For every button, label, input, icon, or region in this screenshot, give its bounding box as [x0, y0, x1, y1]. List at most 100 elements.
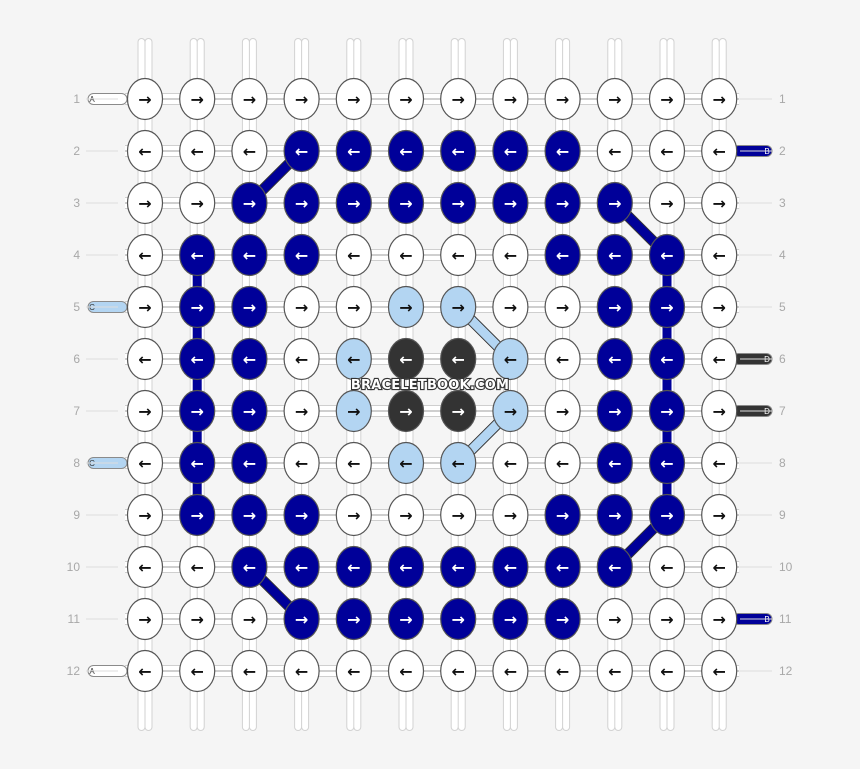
knot[interactable]: ← [179, 649, 216, 693]
knot[interactable]: ← [440, 337, 477, 381]
knot[interactable]: ← [544, 129, 581, 173]
knot[interactable]: → [283, 389, 320, 433]
knot[interactable]: → [492, 493, 529, 537]
knot[interactable]: ← [544, 649, 581, 693]
knot[interactable]: → [701, 597, 738, 641]
knot[interactable]: → [544, 77, 581, 121]
knot[interactable]: ← [231, 545, 268, 589]
knot[interactable]: ← [231, 337, 268, 381]
knot[interactable]: ← [387, 337, 425, 381]
knot[interactable]: → [335, 285, 372, 329]
knot[interactable]: ← [596, 545, 633, 589]
knot[interactable]: ← [648, 545, 686, 589]
knot[interactable]: → [231, 389, 268, 433]
knot[interactable]: → [648, 597, 686, 641]
knot[interactable]: ← [283, 441, 320, 485]
knot[interactable]: → [387, 77, 425, 121]
knot[interactable]: → [440, 181, 477, 225]
knot[interactable]: → [335, 77, 372, 121]
knot[interactable]: ← [387, 129, 425, 173]
knot[interactable]: → [648, 77, 686, 121]
knot[interactable]: ← [179, 233, 216, 277]
knot[interactable]: → [179, 285, 216, 329]
knot[interactable]: → [335, 181, 372, 225]
knot[interactable]: ← [492, 545, 529, 589]
knot[interactable]: ← [283, 129, 320, 173]
knot[interactable]: ← [440, 649, 477, 693]
knot[interactable]: → [701, 285, 738, 329]
knot[interactable]: → [126, 285, 164, 329]
knot[interactable]: → [544, 493, 581, 537]
knot[interactable]: → [544, 285, 581, 329]
knot[interactable]: ← [544, 233, 581, 277]
knot[interactable]: → [231, 493, 268, 537]
knot[interactable]: ← [126, 545, 164, 589]
knot[interactable]: → [596, 493, 633, 537]
knot[interactable]: ← [701, 337, 738, 381]
knot[interactable]: ← [126, 337, 164, 381]
knot[interactable]: ← [701, 441, 738, 485]
knot[interactable]: ← [701, 233, 738, 277]
knot[interactable]: → [544, 181, 581, 225]
knot[interactable]: → [283, 597, 320, 641]
knot[interactable]: ← [231, 233, 268, 277]
knot[interactable]: ← [126, 129, 164, 173]
knot[interactable]: → [387, 493, 425, 537]
knot[interactable]: ← [387, 545, 425, 589]
knot[interactable]: ← [387, 233, 425, 277]
knot[interactable]: ← [335, 545, 372, 589]
knot[interactable]: ← [544, 545, 581, 589]
knot[interactable]: ← [596, 649, 633, 693]
knot[interactable]: → [335, 389, 372, 433]
knot[interactable]: ← [335, 233, 372, 277]
knot[interactable]: → [231, 285, 268, 329]
knot[interactable]: ← [701, 129, 738, 173]
knot[interactable]: → [492, 389, 529, 433]
knot[interactable]: → [335, 493, 372, 537]
knot[interactable]: ← [544, 441, 581, 485]
knot[interactable]: ← [335, 649, 372, 693]
knot[interactable]: → [126, 389, 164, 433]
knot[interactable]: → [440, 389, 477, 433]
knot[interactable]: ← [648, 649, 686, 693]
knot[interactable]: → [126, 77, 164, 121]
knot[interactable]: ← [387, 649, 425, 693]
knot[interactable]: → [335, 597, 372, 641]
knot[interactable]: ← [648, 233, 686, 277]
knot[interactable]: → [596, 77, 633, 121]
knot[interactable]: → [701, 77, 738, 121]
knot[interactable]: → [283, 493, 320, 537]
knot[interactable]: → [231, 181, 268, 225]
knot[interactable]: → [701, 181, 738, 225]
knot[interactable]: ← [648, 337, 686, 381]
knot[interactable]: → [387, 389, 425, 433]
knot[interactable]: ← [283, 337, 320, 381]
knot[interactable]: → [283, 77, 320, 121]
knot[interactable]: → [596, 181, 633, 225]
knot[interactable]: → [387, 597, 425, 641]
knot[interactable]: ← [231, 129, 268, 173]
knot[interactable]: ← [283, 649, 320, 693]
knot[interactable]: → [283, 285, 320, 329]
knot[interactable]: → [387, 285, 425, 329]
knot[interactable]: → [231, 77, 268, 121]
knot[interactable]: ← [179, 441, 216, 485]
knot[interactable]: → [440, 285, 477, 329]
knot[interactable]: ← [179, 337, 216, 381]
knot[interactable]: → [492, 597, 529, 641]
knot[interactable]: → [544, 597, 581, 641]
knot[interactable]: → [179, 77, 216, 121]
knot[interactable]: ← [126, 233, 164, 277]
knot[interactable]: → [492, 181, 529, 225]
knot[interactable]: ← [648, 441, 686, 485]
knot[interactable]: → [283, 181, 320, 225]
knot[interactable]: → [596, 285, 633, 329]
knot[interactable]: ← [440, 233, 477, 277]
knot[interactable]: → [179, 493, 216, 537]
knot[interactable]: → [440, 597, 477, 641]
knot[interactable]: → [179, 181, 216, 225]
knot[interactable]: → [492, 77, 529, 121]
knot[interactable]: → [648, 181, 686, 225]
knot[interactable]: ← [492, 649, 529, 693]
knot[interactable]: ← [544, 337, 581, 381]
